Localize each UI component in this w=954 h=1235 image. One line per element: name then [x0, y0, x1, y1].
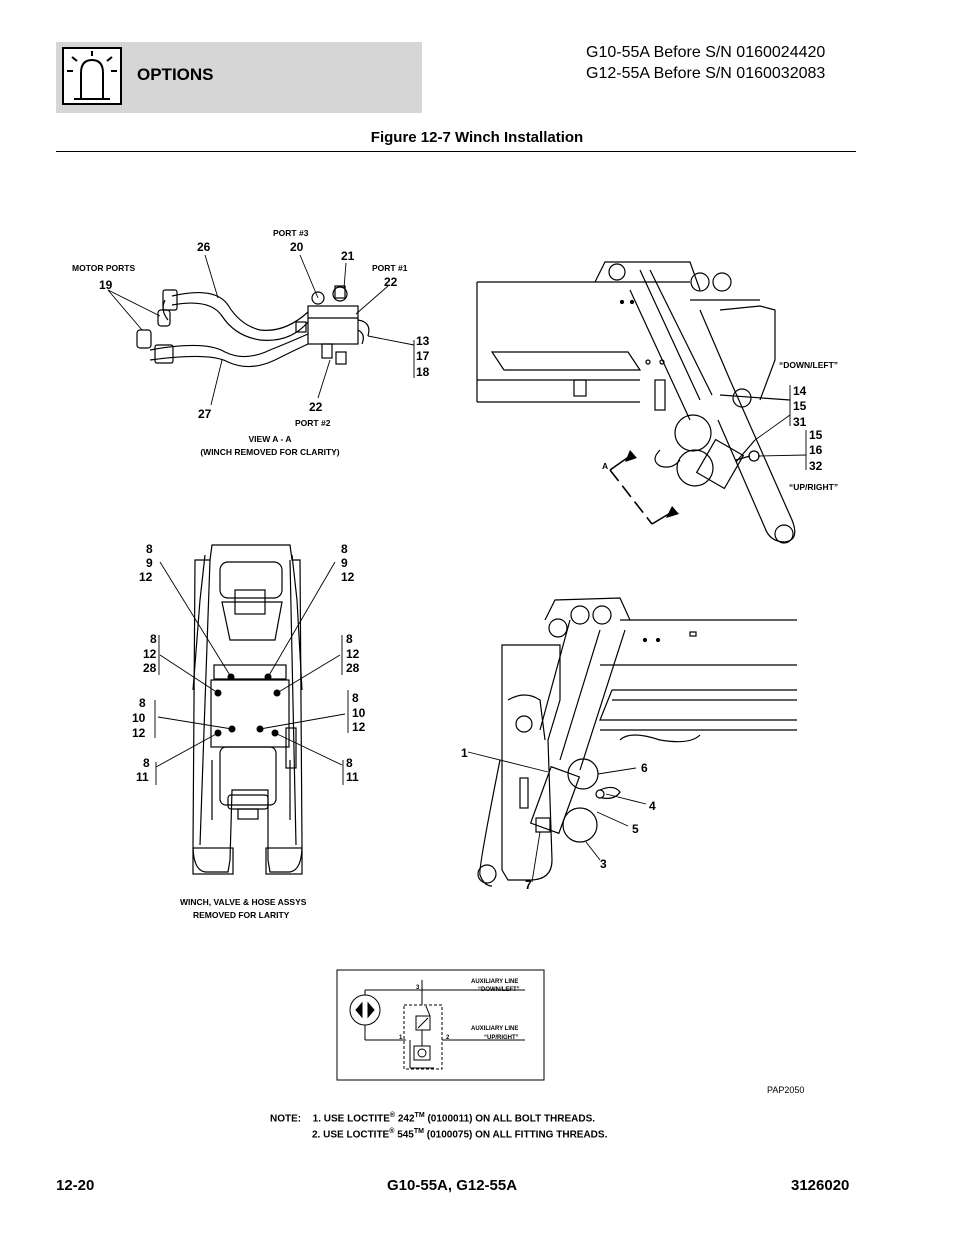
callout-3: 3 — [600, 857, 607, 871]
note-2-mid: 545 — [397, 1129, 414, 1141]
schematic-port-3: 3 — [416, 985, 420, 991]
rear-callout-l3-b: 10 — [132, 711, 146, 725]
callout-27: 27 — [198, 407, 212, 421]
callout-19: 19 — [99, 278, 113, 292]
rear-view-caption-2: REMOVED FOR LARITY — [193, 910, 290, 920]
port-2-label: PORT #2 — [295, 418, 331, 428]
callout-21: 21 — [341, 249, 355, 263]
note-2-pre: 2. USE LOCTITE — [312, 1129, 390, 1141]
aux-up-right-label: “UP/RIGHT” — [484, 1035, 519, 1041]
rear-callout-r1-b: 9 — [341, 556, 348, 570]
rear-callout-r2-c: 28 — [346, 661, 360, 675]
view-a-leaders — [107, 254, 415, 406]
rear-callout-r3-a: 8 — [352, 691, 359, 705]
model-line-1: G10-55A Before S/N 0160024420 — [586, 44, 826, 61]
footer-models: G10-55A, G12-55A — [387, 1177, 518, 1194]
callout-16: 16 — [809, 443, 823, 457]
section-a-indicator — [609, 450, 679, 525]
callout-7: 7 — [525, 878, 532, 892]
rear-callout-l1-b: 9 — [146, 556, 153, 570]
aux-line-label-2: AUXILIARY LINE — [471, 1026, 518, 1032]
rear-callout-r3-c: 12 — [352, 720, 366, 734]
callout-26: 26 — [197, 240, 211, 254]
schematic-port-2: 2 — [446, 1035, 450, 1041]
rear-callout-l2-b: 12 — [143, 647, 157, 661]
down-left-label: “DOWN/LEFT” — [779, 360, 838, 370]
rear-callout-l3-c: 12 — [132, 726, 146, 740]
hydraulic-schematic — [336, 969, 545, 1081]
rear-callout-l4-a: 8 — [143, 756, 150, 770]
rear-view-caption-1: WINCH, VALVE & HOSE ASSYS — [180, 897, 307, 907]
rear-callout-l2-c: 28 — [143, 661, 157, 675]
schematic-port-1: 1 — [399, 1035, 403, 1041]
callout-20: 20 — [290, 240, 304, 254]
figure-title: Figure 12-7 Winch Installation — [370, 129, 584, 146]
options-beacon-icon — [62, 47, 122, 105]
note-1-tm: TM — [414, 1112, 425, 1119]
callout-15-a: 15 — [793, 399, 807, 413]
note-2: 2. USE LOCTITE® 545TM (0100075) ON ALL F… — [312, 1128, 607, 1140]
view-a-caption-2: (WINCH REMOVED FOR CLARITY) — [200, 447, 339, 457]
rear-callout-r3-b: 10 — [352, 706, 366, 720]
note-2-post: (0100075) ON ALL FITTING THREADS. — [426, 1129, 608, 1141]
callout-22-bottom: 22 — [309, 400, 323, 414]
rear-callout-r1-c: 12 — [341, 570, 355, 584]
note-1-reg: ® — [389, 1112, 396, 1119]
note-1-pre: 1. USE LOCTITE — [312, 1113, 390, 1125]
callout-31: 31 — [793, 415, 807, 429]
bottom-side-view-frame — [477, 597, 797, 887]
rear-callout-r2-a: 8 — [346, 632, 353, 646]
port-1-label: PORT #1 — [372, 263, 408, 273]
callout-6: 6 — [641, 761, 648, 775]
callout-4: 4 — [649, 799, 656, 813]
model-line-2: G12-55A Before S/N 0160032083 — [586, 65, 826, 82]
rear-callout-l1-c: 12 — [139, 570, 153, 584]
rear-callout-r1-a: 8 — [341, 542, 348, 556]
note-1-mid: 242 — [397, 1113, 415, 1125]
rear-callout-l2-a: 8 — [150, 632, 157, 646]
rear-callout-l3-a: 8 — [139, 696, 146, 710]
top-side-view-frame — [476, 261, 796, 544]
view-a-hose-assembly — [136, 285, 370, 368]
callout-15-b: 15 — [809, 428, 823, 442]
callout-17: 17 — [416, 349, 430, 363]
callout-14: 14 — [793, 384, 807, 398]
rear-view-leaders — [154, 561, 349, 785]
rear-callout-r4-a: 8 — [346, 756, 353, 770]
up-right-label: “UP/RIGHT” — [789, 482, 838, 492]
figure-ref: PAP2050 — [767, 1085, 805, 1095]
note-1: NOTE: 1. USE LOCTITE® 242TM (0100011) ON… — [270, 1112, 595, 1124]
page-number: 12-20 — [56, 1177, 95, 1194]
rear-callout-r4-b: 11 — [346, 770, 359, 784]
motor-ports-label: MOTOR PORTS — [72, 263, 135, 273]
section-title: OPTIONS — [137, 65, 214, 84]
view-a-caption-1: VIEW A - A — [249, 434, 292, 444]
callout-1: 1 — [461, 746, 468, 760]
rear-callout-l1-a: 8 — [146, 542, 153, 556]
document-number: 3126020 — [791, 1177, 850, 1194]
note-2-tm: TM — [413, 1128, 424, 1135]
top-view-leaders — [754, 385, 807, 470]
note-label: NOTE: — [270, 1113, 302, 1125]
note-1-post: (0100011) ON ALL BOLT THREADS. — [427, 1113, 596, 1125]
note-2-reg: ® — [389, 1128, 395, 1135]
header-rule — [56, 151, 856, 152]
rear-callout-r2-b: 12 — [346, 647, 360, 661]
section-a-label: A — [602, 461, 608, 471]
callout-22-top: 22 — [384, 275, 398, 289]
bottom-view-leaders — [467, 751, 647, 883]
callout-5: 5 — [632, 822, 639, 836]
callout-13: 13 — [416, 334, 430, 348]
rear-callout-l4-b: 11 — [136, 770, 149, 784]
aux-down-left-label: “DOWN/LEFT” — [478, 987, 520, 993]
rear-view-frame — [192, 544, 303, 875]
port-3-label: PORT #3 — [273, 228, 309, 238]
callout-32: 32 — [809, 459, 823, 473]
aux-line-label-1: AUXILIARY LINE — [471, 979, 518, 985]
callout-18: 18 — [416, 365, 430, 379]
